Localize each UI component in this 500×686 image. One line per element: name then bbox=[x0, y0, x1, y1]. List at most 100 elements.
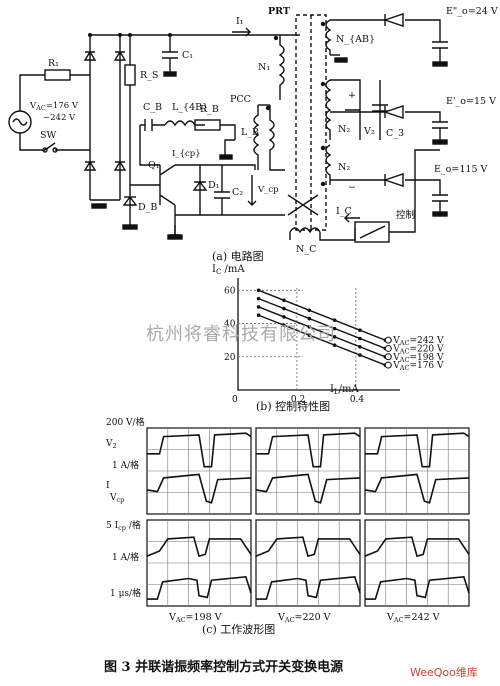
nc-label: N_C bbox=[296, 244, 316, 255]
diode-115v bbox=[382, 173, 404, 187]
chart-axes bbox=[237, 278, 400, 391]
series-point-1-1 bbox=[282, 306, 286, 311]
v2-wave-label: V2 bbox=[105, 439, 117, 450]
series-point-2-1 bbox=[282, 315, 286, 319]
trace-upper-1-1 bbox=[255, 536, 361, 558]
waveform-panel-1-0 bbox=[255, 427, 361, 515]
weeqoo-logo: WeeQoo维库 bbox=[410, 666, 478, 679]
vcp-label: V_cp bbox=[257, 185, 279, 195]
y-tick-60: 60 bbox=[224, 286, 236, 296]
i-scale-label: 1 A/格 bbox=[112, 459, 139, 471]
l4b-label: L_{4B} bbox=[172, 102, 208, 113]
x-tick-0: 0 bbox=[232, 395, 238, 405]
rb-label: R_B bbox=[200, 104, 219, 115]
series-line-1 bbox=[258, 297, 386, 350]
n2b-label: N₂ bbox=[338, 162, 350, 173]
cb-label: C_B bbox=[143, 102, 162, 113]
trace-upper-0-1 bbox=[146, 536, 252, 558]
waveform-column-label-0: VAC=198 V bbox=[168, 612, 222, 624]
series-point-0-1 bbox=[282, 298, 286, 303]
series-point-2-0 bbox=[256, 305, 261, 309]
n2-winding-lower bbox=[325, 144, 332, 185]
chart-caption: (b) 控制特性图 bbox=[256, 399, 330, 413]
vcp-wave-label: Vcp bbox=[109, 493, 124, 504]
n2a-label: N₂ bbox=[338, 124, 350, 135]
i1-label: I₁ bbox=[236, 16, 244, 27]
switch-icon bbox=[44, 142, 56, 151]
n2-winding-upper bbox=[325, 79, 332, 140]
series-point-1-2 bbox=[307, 316, 312, 321]
series-point-3-1 bbox=[282, 323, 286, 328]
watermark: 杭州将睿科技有限公司 bbox=[146, 324, 336, 345]
l4b-inductor bbox=[164, 120, 196, 127]
rb-resistor bbox=[194, 119, 221, 131]
i-wave-label: I bbox=[106, 481, 110, 491]
prt-label: PRT bbox=[268, 6, 290, 17]
q1-label: Q₁ bbox=[148, 160, 160, 171]
icp-scale-label: 5 Icp /格 bbox=[106, 519, 141, 532]
circuit-caption: (a) 电路图 bbox=[212, 250, 264, 263]
n1-label: N₁ bbox=[258, 62, 270, 73]
figure-caption: 图 3 并联谐振频率控制方式开关变换电源 bbox=[104, 660, 344, 675]
waveform-caption: (c) 工作波形图 bbox=[202, 623, 275, 636]
chart-xlabel: IL/mA bbox=[330, 384, 359, 396]
series-end-marker-0 bbox=[384, 336, 392, 344]
c2-label: C₂ bbox=[232, 187, 243, 198]
trace-lower-0-0 bbox=[146, 473, 252, 504]
circuit-labels: R₁ VAC=176 V ~242 V SW R_S C₁ I₁ PRT N₁ … bbox=[29, 6, 498, 255]
d1-label: D₁ bbox=[208, 180, 220, 191]
series-label-0: VAC=242 V bbox=[392, 336, 444, 347]
d1-diode-icon bbox=[192, 165, 208, 215]
winding-dots bbox=[88, 21, 326, 187]
waveform-column-label-1: VAC=220 V bbox=[277, 612, 331, 624]
x-tick-0.4: 0.4 bbox=[350, 395, 365, 405]
sw-label: SW bbox=[40, 130, 57, 141]
series-point-0-3 bbox=[332, 318, 337, 323]
c3-label: C_3 bbox=[386, 128, 404, 139]
series-end-marker-3 bbox=[384, 361, 392, 369]
control-label: 控制 bbox=[396, 209, 415, 221]
series-point-2-3 bbox=[332, 335, 337, 339]
nab-label: N_{AB} bbox=[336, 34, 375, 45]
icp-label: I_{cp} bbox=[172, 149, 201, 159]
series-point-1-0 bbox=[256, 296, 261, 301]
ic-arrow-icon bbox=[344, 213, 360, 223]
a-scale-label: 1 A/格 bbox=[112, 551, 139, 563]
waveform-panel-0-0 bbox=[146, 427, 252, 515]
chart-ylabel: IC /mA bbox=[212, 264, 245, 276]
series-end-marker-1 bbox=[384, 344, 392, 352]
trace-lower-1-0 bbox=[255, 473, 361, 504]
trace-lower-2-1 bbox=[365, 575, 470, 600]
t-scale-label: 1 μs/格 bbox=[110, 587, 141, 599]
series-label-1: VAC=220 V bbox=[392, 344, 444, 355]
lb-inductor bbox=[253, 105, 260, 170]
pcc-label: PCC bbox=[230, 94, 251, 105]
rs-label: R_S bbox=[140, 70, 158, 81]
series-point-1-3 bbox=[332, 326, 337, 331]
ground-icon bbox=[91, 203, 107, 209]
waveform-panel-2-0 bbox=[364, 427, 470, 515]
trace-upper-1-0 bbox=[256, 432, 361, 468]
v2-label: V₂ bbox=[363, 126, 375, 137]
trace-lower-0-1 bbox=[147, 575, 252, 600]
series-label-3: VAC=176 V bbox=[392, 361, 444, 372]
sw-contact bbox=[42, 147, 48, 153]
r1-label: R₁ bbox=[48, 58, 59, 69]
series-line-0 bbox=[258, 289, 386, 341]
series-point-2-4 bbox=[358, 345, 362, 349]
minus-label: − bbox=[348, 182, 356, 193]
series-line-2 bbox=[258, 306, 386, 358]
eo-15v-label: E'_o=15 V bbox=[446, 96, 496, 107]
series-point-0-2 bbox=[307, 308, 312, 313]
eo-24v-label: E"_o=24 V bbox=[446, 6, 498, 17]
trace-lower-2-0 bbox=[364, 473, 470, 504]
v-scale-label: 200 V/格 bbox=[106, 416, 145, 428]
series-point-2-2 bbox=[307, 325, 312, 329]
diode-24v bbox=[382, 13, 404, 27]
source-label-line1: VAC=176 V bbox=[29, 101, 79, 112]
waveform-panel-1-1 bbox=[255, 519, 361, 607]
waveform-panel-0-1 bbox=[146, 519, 252, 607]
